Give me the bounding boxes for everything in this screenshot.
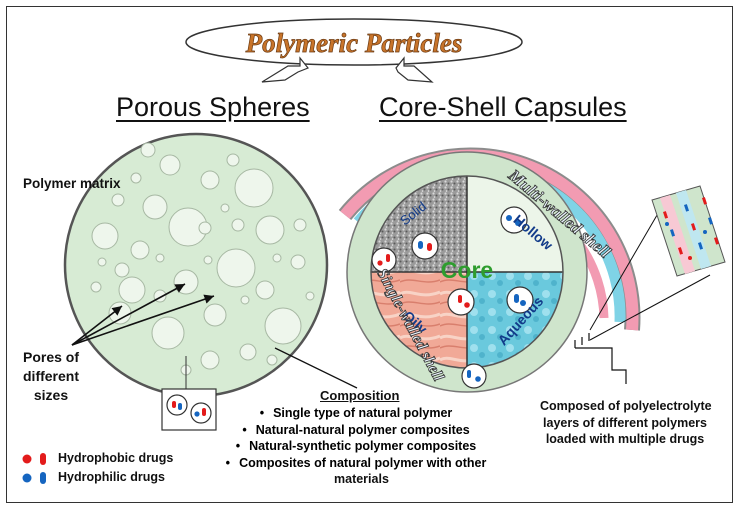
composition-pointer bbox=[274, 347, 358, 389]
right-arrow-icon bbox=[395, 56, 434, 83]
hydrophobic-drug-icon bbox=[202, 408, 206, 416]
hydrophobic-drug-icon bbox=[172, 401, 176, 408]
hydrophobic-legend-label: Hydrophobic drugs bbox=[58, 451, 174, 465]
pores-label-line-1: Pores of bbox=[23, 349, 80, 365]
pore-arrow-1 bbox=[71, 305, 123, 346]
composition-item: Natural-synthetic polymer composites bbox=[206, 438, 506, 455]
composition-item: Single type of natural polymer bbox=[206, 405, 506, 422]
hydrophilic-drug-icon bbox=[194, 411, 200, 417]
zoom-line-bottom bbox=[589, 274, 711, 341]
polyelectrolyte-bracket bbox=[574, 333, 627, 384]
zoom-line-top bbox=[589, 209, 661, 331]
diagram-title: Polymeric Particles bbox=[245, 28, 463, 58]
pore-arrow-3 bbox=[71, 294, 215, 346]
pores-label: Pores of different sizes bbox=[23, 348, 79, 405]
figure-frame bbox=[6, 6, 733, 503]
composition-item: Composites of natural polymer with other bbox=[206, 455, 506, 472]
polyelectrolyte-line-3: loaded with multiple drugs bbox=[545, 432, 705, 446]
hydrophilic-legend-rod-icon bbox=[40, 472, 46, 484]
pore-arrow-2 bbox=[71, 283, 186, 346]
left-arrow-icon bbox=[261, 56, 309, 83]
polyelectrolyte-label: Composed of polyelectrolyte layers of di… bbox=[540, 398, 712, 448]
composition-heading: Composition bbox=[320, 388, 400, 403]
composition-item: Natural-natural polymer composites bbox=[206, 422, 506, 439]
polyelectrolyte-line-1: Composed of polyelectrolyte bbox=[540, 399, 712, 413]
porous-spheres-heading: Porous Spheres bbox=[116, 92, 310, 122]
hydrophilic-legend-label: Hydrophilic drugs bbox=[58, 470, 165, 484]
composition-item-continuation: materials bbox=[334, 472, 389, 486]
core-shell-capsules-heading: Core-Shell Capsules bbox=[379, 92, 627, 122]
composition-list: Single type of natural polymer Natural-n… bbox=[206, 405, 506, 471]
core-label: Core bbox=[441, 257, 493, 283]
hydrophobic-legend-rod-icon bbox=[40, 453, 46, 465]
hydrophilic-legend-dot-icon bbox=[22, 473, 32, 483]
polyelectrolyte-layers-zoom bbox=[651, 185, 726, 277]
hydrophilic-drug-icon bbox=[178, 403, 182, 410]
zoom-pore-1 bbox=[166, 394, 188, 416]
pores-label-line-2: different bbox=[23, 368, 79, 384]
polymer-matrix-label: Polymer matrix bbox=[23, 176, 121, 191]
polyelectrolyte-line-2: layers of different polymers bbox=[543, 415, 707, 430]
title-oval bbox=[185, 18, 523, 66]
porous-sphere bbox=[63, 132, 329, 398]
pores-label-line-3: sizes bbox=[33, 387, 69, 403]
hydrophobic-legend-dot-icon bbox=[22, 454, 32, 464]
